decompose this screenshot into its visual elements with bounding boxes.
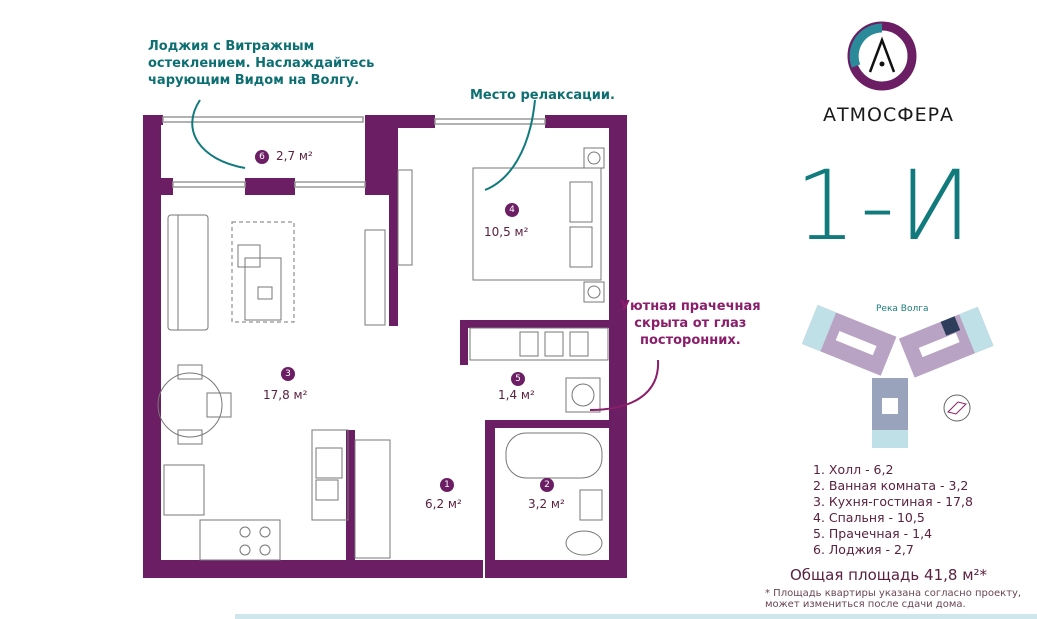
room-area-4: 10,5 м² [484,225,529,239]
note-line: Лоджия с Витражным [148,39,315,54]
legend-item: 1. Холл - 6,2 [813,462,894,477]
bedroom-note: Место релаксации. [470,88,615,103]
windows [162,116,546,188]
footnote-line: может измениться после сдачи дома. [765,599,966,610]
legend-item: 2. Ванная комната - 3,2 [813,478,969,493]
room-legend: 1. Холл - 6,2 2. Ванная комната - 3,2 3.… [813,462,973,558]
note-line: скрыта от глаз [634,316,747,331]
brand-logo-icon [847,21,917,91]
room-area-1: 6,2 м² [425,497,462,511]
brand-name: АТМОСФЕРА [823,104,955,126]
walls [143,115,627,578]
river-label: Река Волга [876,304,929,314]
loggia-note: Лоджия с Витражным остеклением. Наслажда… [148,38,374,89]
bottom-strip [235,614,1037,619]
room-badge-2: 2 [540,478,554,492]
room-area-2: 3,2 м² [528,497,565,511]
room-badge-6: 6 [255,150,269,164]
site-plan [801,304,994,448]
legend-item: 3. Кухня-гостиная - 17,8 [813,494,973,509]
legend-item: 5. Прачечная - 1,4 [813,526,933,541]
room-area-5: 1,4 м² [498,388,535,402]
total-area: Общая площадь 41,8 м²* [790,566,988,584]
room-area-6: 2,7 м² [276,149,313,163]
apartment-type: 1-И [795,150,976,262]
room-badge-4: 4 [505,203,519,217]
note-line: остеклением. Наслаждайтесь [148,56,375,71]
note-line: чарующим Видом на Волгу. [148,73,360,88]
note-line: Уютная прачечная [620,299,761,314]
footnote-line: * Площадь квартиры указана согласно прое… [765,588,1022,599]
footnote: * Площадь квартиры указана согласно прое… [765,588,1021,610]
room-area-3: 17,8 м² [263,388,308,402]
room-badge-1: 1 [440,478,454,492]
room-badge-5: 5 [511,372,525,386]
furniture [157,147,609,561]
legend-item: 6. Лоджия - 2,7 [813,542,914,557]
annotation-arrows [191,99,660,411]
note-line: посторонних. [639,333,741,348]
laundry-note: Уютная прачечная скрыта от глаз посторон… [620,298,761,349]
room-badge-3: 3 [281,367,295,381]
legend-item: 4. Спальня - 10,5 [813,510,925,525]
